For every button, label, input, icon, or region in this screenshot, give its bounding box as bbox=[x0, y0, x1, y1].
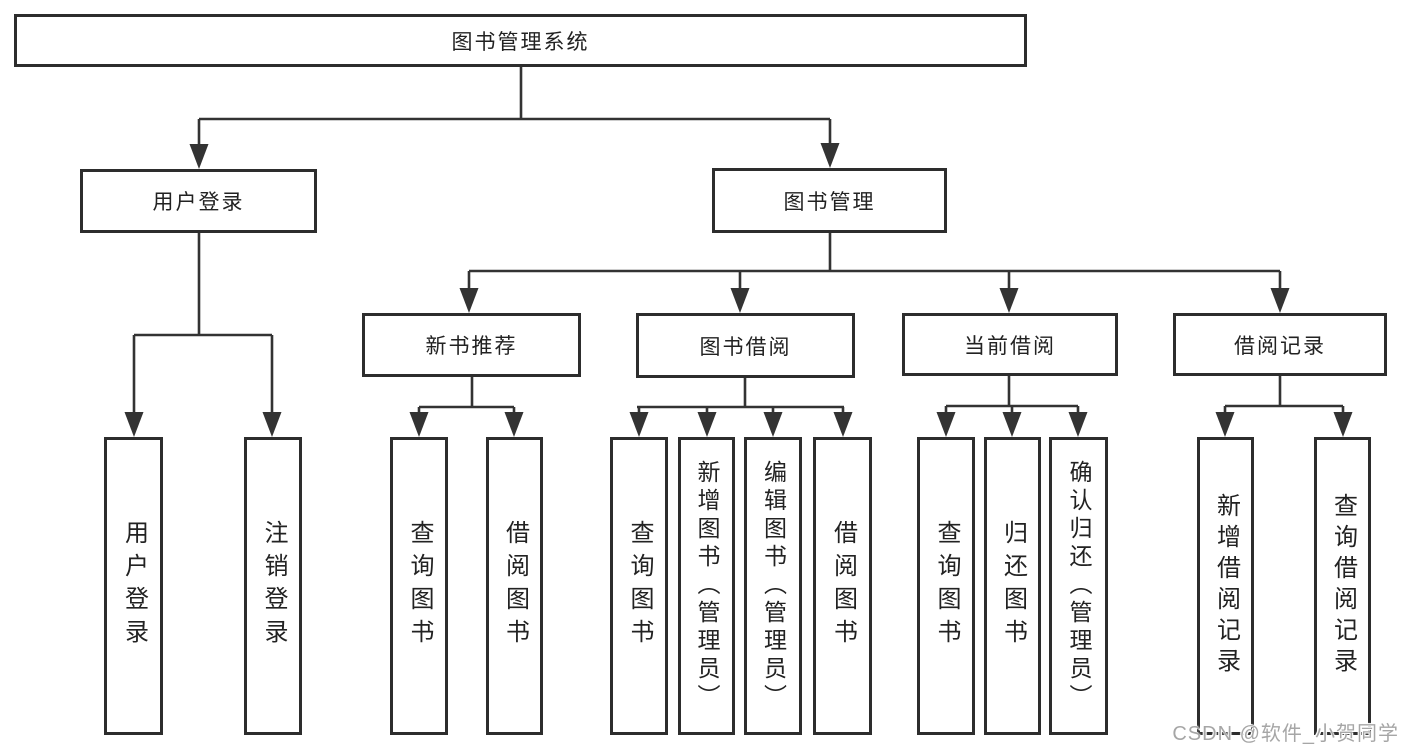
leaf-records-add-borrow-record: 新增借阅记录 bbox=[1197, 437, 1254, 735]
leaf-current-return-books: 归还图书 bbox=[984, 437, 1041, 735]
csdn-watermark: CSDN @软件_小贺同学 bbox=[1172, 723, 1399, 745]
leaf-logout: 注销登录 bbox=[244, 437, 302, 735]
node-new-book-recommend: 新书推荐 bbox=[362, 313, 581, 377]
leaf-current-confirm-return-admin: 确认归还（管理员） bbox=[1049, 437, 1108, 735]
leaf-borrow-query-books: 查询图书 bbox=[610, 437, 668, 735]
node-current-borrow: 当前借阅 bbox=[902, 313, 1118, 376]
node-library-management-system: 图书管理系统 bbox=[14, 14, 1027, 67]
leaf-records-query-borrow-record: 查询借阅记录 bbox=[1314, 437, 1371, 735]
leaf-newrec-borrow-books: 借阅图书 bbox=[486, 437, 543, 735]
leaf-borrow-borrow-books: 借阅图书 bbox=[813, 437, 872, 735]
leaf-borrow-edit-books-admin: 编辑图书（管理员） bbox=[744, 437, 802, 735]
node-borrow-records: 借阅记录 bbox=[1173, 313, 1387, 376]
leaf-borrow-add-books-admin: 新增图书（管理员） bbox=[678, 437, 735, 735]
node-book-management: 图书管理 bbox=[712, 168, 947, 233]
leaf-user-login: 用户登录 bbox=[104, 437, 163, 735]
leaf-current-query-books: 查询图书 bbox=[917, 437, 975, 735]
node-book-borrow: 图书借阅 bbox=[636, 313, 855, 378]
leaf-newrec-query-books: 查询图书 bbox=[390, 437, 448, 735]
node-user-login: 用户登录 bbox=[80, 169, 317, 233]
